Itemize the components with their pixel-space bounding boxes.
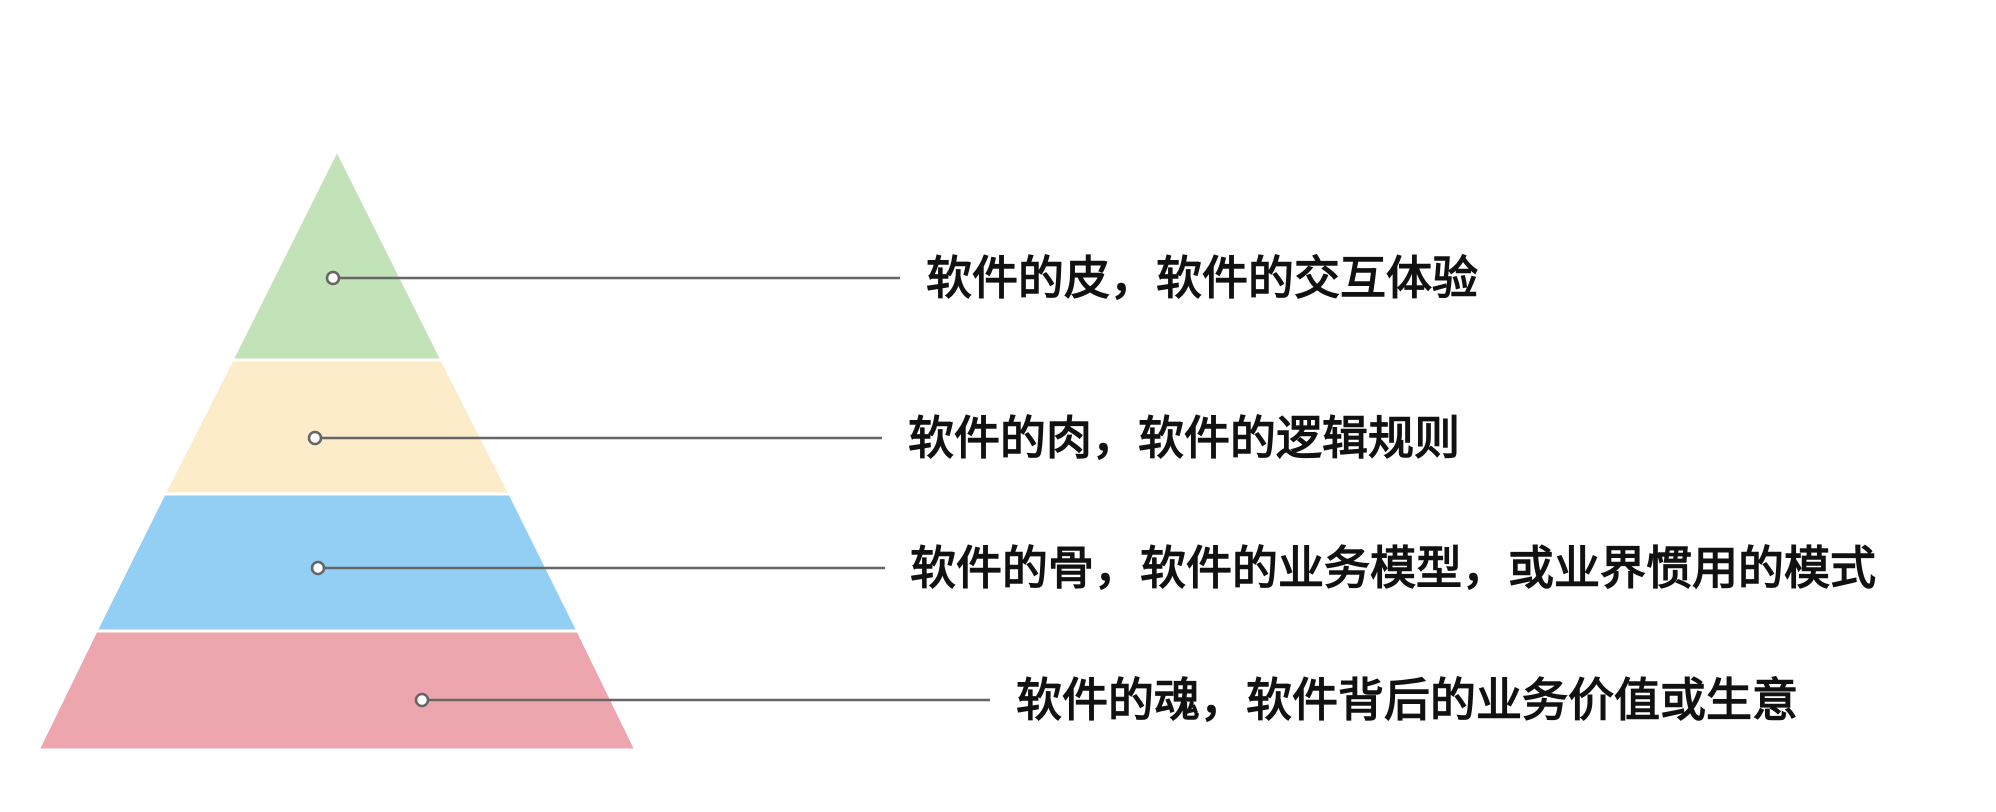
leader-dot-flesh bbox=[307, 430, 323, 446]
layer-label-bone: 软件的骨，软件的业务模型，或业界惯用的模式 bbox=[910, 541, 1876, 595]
pyramid-band-skin bbox=[229, 146, 445, 362]
pyramid-band-bone bbox=[93, 492, 581, 633]
leader-dot-soul bbox=[414, 692, 430, 708]
pyramid-band-soul bbox=[35, 629, 639, 752]
layer-label-soul: 软件的魂，软件背后的业务价值或生意 bbox=[1016, 673, 1798, 727]
pyramid-layer-1: 软件的皮，软件的交互体验 bbox=[229, 146, 1478, 362]
layer-label-flesh: 软件的肉，软件的逻辑规则 bbox=[908, 411, 1460, 465]
leader-dot-skin bbox=[325, 270, 341, 286]
pyramid-layer-2: 软件的肉，软件的逻辑规则 bbox=[161, 358, 1460, 496]
layer-label-skin: 软件的皮，软件的交互体验 bbox=[926, 251, 1478, 305]
pyramid-layer-4: 软件的魂，软件背后的业务价值或生意 bbox=[35, 629, 1798, 752]
pyramid-band-flesh bbox=[161, 358, 513, 496]
pyramid-layer-3: 软件的骨，软件的业务模型，或业界惯用的模式 bbox=[93, 492, 1876, 633]
leader-dot-bone bbox=[310, 560, 326, 576]
